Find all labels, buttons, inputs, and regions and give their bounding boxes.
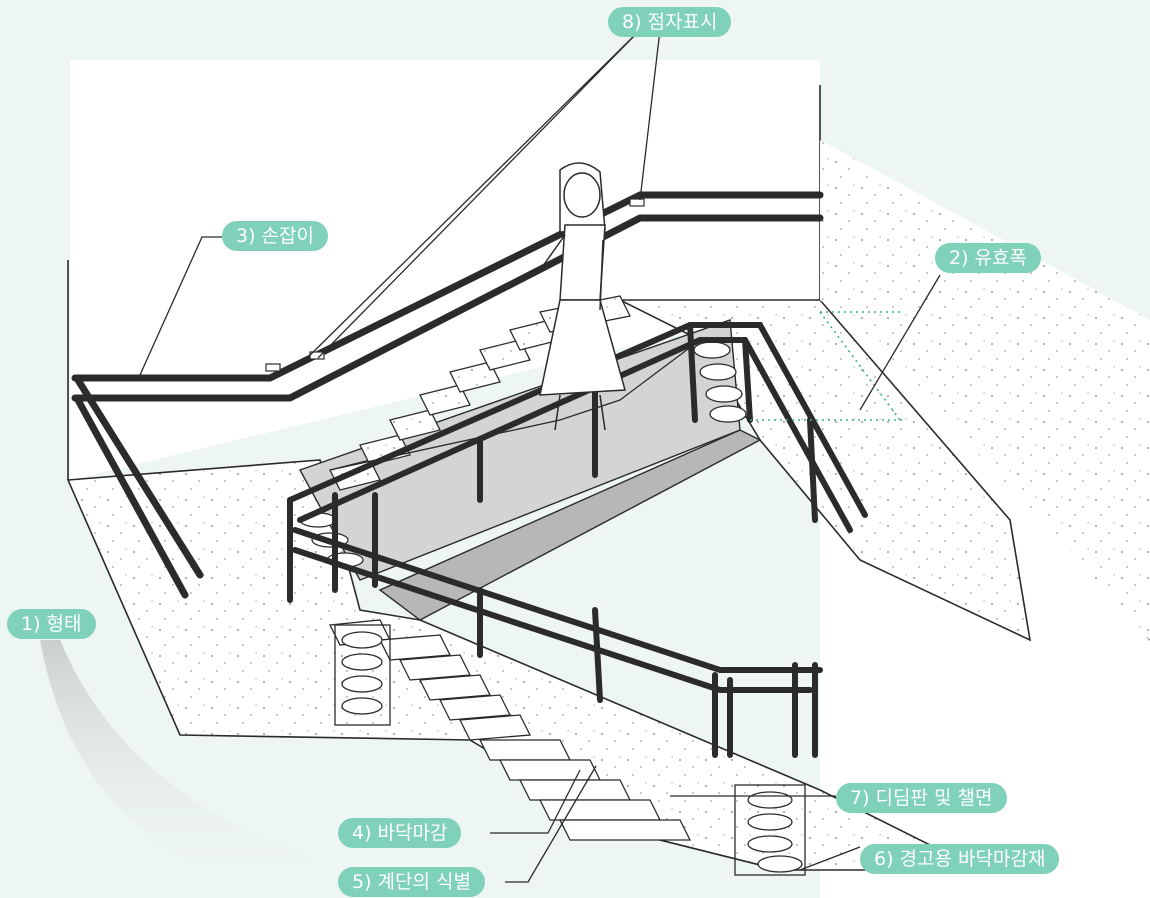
- label-handrail: 3) 손잡이: [222, 221, 328, 251]
- label-effective-width: 2) 유효폭: [935, 243, 1041, 273]
- label-step-identification: 5) 계단의 식별: [338, 867, 485, 897]
- label-floor-finish: 4) 바닥마감: [338, 818, 461, 848]
- label-warning-floor-material: 6) 경고용 바닥마감재: [860, 844, 1059, 874]
- label-tread-riser: 7) 디딤판 및 챌면: [836, 783, 1007, 813]
- label-shape: 1) 형태: [7, 609, 96, 639]
- label-braille-sign: 8) 점자표시: [608, 7, 731, 37]
